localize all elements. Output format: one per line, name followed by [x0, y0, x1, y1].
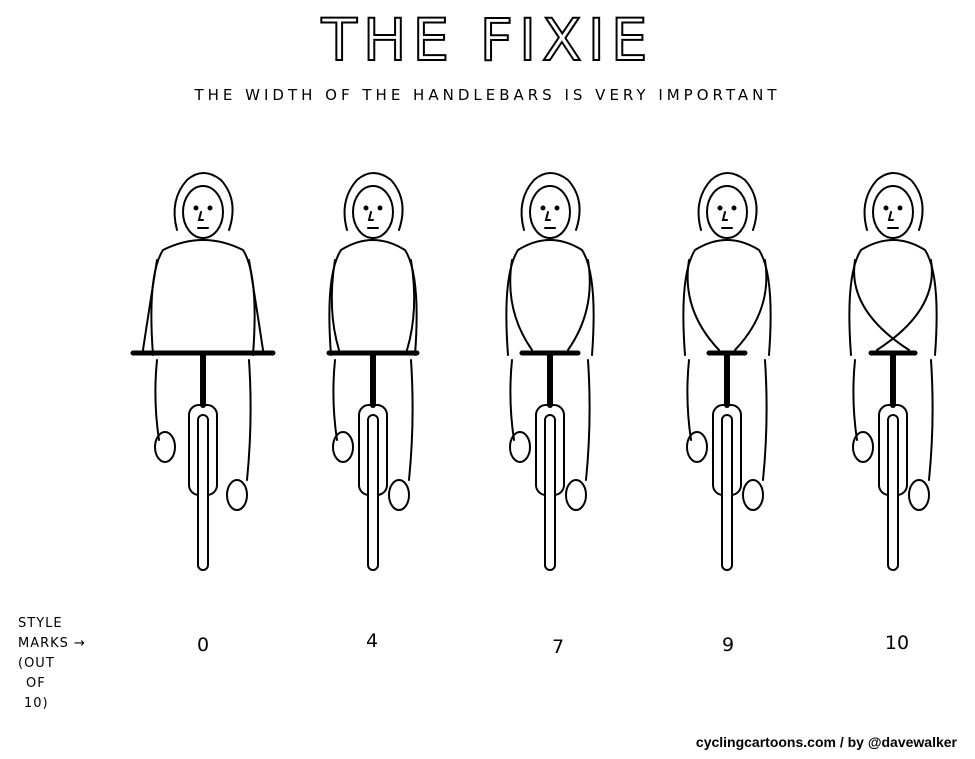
- head: [182, 185, 224, 239]
- legs: [852, 359, 934, 481]
- legs: [686, 359, 768, 481]
- shoe: [742, 479, 764, 511]
- legend-line: STYLE: [18, 616, 63, 631]
- legs: [509, 359, 591, 481]
- left-arm: [330, 259, 340, 351]
- right-arm: [248, 259, 264, 351]
- torso: [150, 239, 256, 356]
- cyclist-4: [848, 172, 938, 571]
- front-wheel: [887, 414, 899, 571]
- shoe: [686, 431, 708, 463]
- front-wheel: [721, 414, 733, 571]
- style-marks-legend: STYLE MARKS → (OUT OF 10): [18, 614, 86, 714]
- shoe: [852, 431, 874, 463]
- head: [872, 185, 914, 239]
- credit-text: cyclingcartoons.com / by @davewalker: [695, 734, 957, 750]
- legend-line: OF: [26, 676, 46, 691]
- right-arm: [567, 259, 591, 351]
- shoe: [226, 479, 248, 511]
- cyclist-3: [682, 172, 772, 571]
- hair: [697, 172, 758, 231]
- cyclists-illustration: [130, 172, 938, 571]
- shoe: [332, 431, 354, 463]
- left-arm: [509, 259, 533, 351]
- head: [352, 185, 394, 239]
- cyclist-2: [505, 172, 595, 571]
- style-mark-3: 9: [721, 634, 735, 656]
- legend-line: MARKS →: [18, 636, 86, 651]
- style-mark-4: 10: [884, 632, 910, 654]
- hair: [520, 172, 581, 231]
- shoe: [509, 431, 531, 463]
- hair: [863, 172, 924, 231]
- legend-line: (OUT: [18, 656, 55, 671]
- right-arm: [734, 259, 768, 351]
- hair: [173, 172, 234, 231]
- head: [706, 185, 748, 239]
- right-arm: [876, 259, 933, 351]
- style-mark-2: 7: [551, 636, 565, 658]
- torso: [505, 239, 595, 356]
- torso: [328, 239, 418, 356]
- shoe: [154, 431, 176, 463]
- torso: [682, 239, 772, 356]
- legend-line: 10): [24, 696, 49, 711]
- front-wheel: [544, 414, 556, 571]
- cartoon-subtitle: THE WIDTH OF THE HANDLEBARS IS VERY IMPO…: [194, 86, 781, 104]
- cartoon-title: THE FIXIE: [320, 5, 654, 75]
- shoe: [908, 479, 930, 511]
- legs: [154, 359, 252, 481]
- shoe: [388, 479, 410, 511]
- cyclist-0: [130, 172, 276, 571]
- style-mark-1: 4: [365, 630, 379, 652]
- left-arm: [142, 259, 158, 351]
- left-arm: [853, 259, 910, 351]
- style-mark-0: 0: [196, 634, 210, 656]
- front-wheel: [367, 414, 379, 571]
- cyclist-1: [326, 172, 420, 571]
- hair: [343, 172, 404, 231]
- right-arm: [406, 259, 416, 351]
- legs: [332, 359, 414, 481]
- head: [529, 185, 571, 239]
- left-arm: [686, 259, 720, 351]
- shoe: [565, 479, 587, 511]
- front-wheel: [197, 414, 209, 571]
- torso: [848, 239, 938, 356]
